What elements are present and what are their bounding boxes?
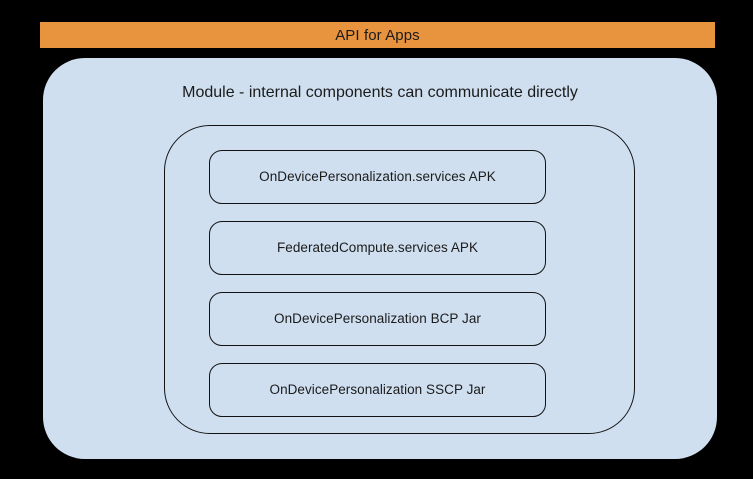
- component-label: OnDevicePersonalization.services APK: [259, 169, 496, 185]
- module-title: Module - internal components can communi…: [182, 84, 578, 101]
- api-for-apps-banner: API for Apps: [40, 22, 715, 48]
- component-box: OnDevicePersonalization.services APK: [209, 150, 546, 204]
- internal-components-group: [164, 125, 635, 434]
- component-box: OnDevicePersonalization BCP Jar: [209, 292, 546, 346]
- module-card: Module - internal components can communi…: [43, 58, 717, 459]
- api-banner-label: API for Apps: [335, 26, 420, 44]
- component-label: OnDevicePersonalization BCP Jar: [274, 311, 481, 327]
- component-box: OnDevicePersonalization SSCP Jar: [209, 363, 546, 417]
- component-label: OnDevicePersonalization SSCP Jar: [269, 382, 486, 398]
- component-box: FederatedCompute.services APK: [209, 221, 546, 275]
- component-label: FederatedCompute.services APK: [276, 240, 479, 256]
- component-box-stack: OnDevicePersonalization.services APK Fed…: [209, 150, 546, 417]
